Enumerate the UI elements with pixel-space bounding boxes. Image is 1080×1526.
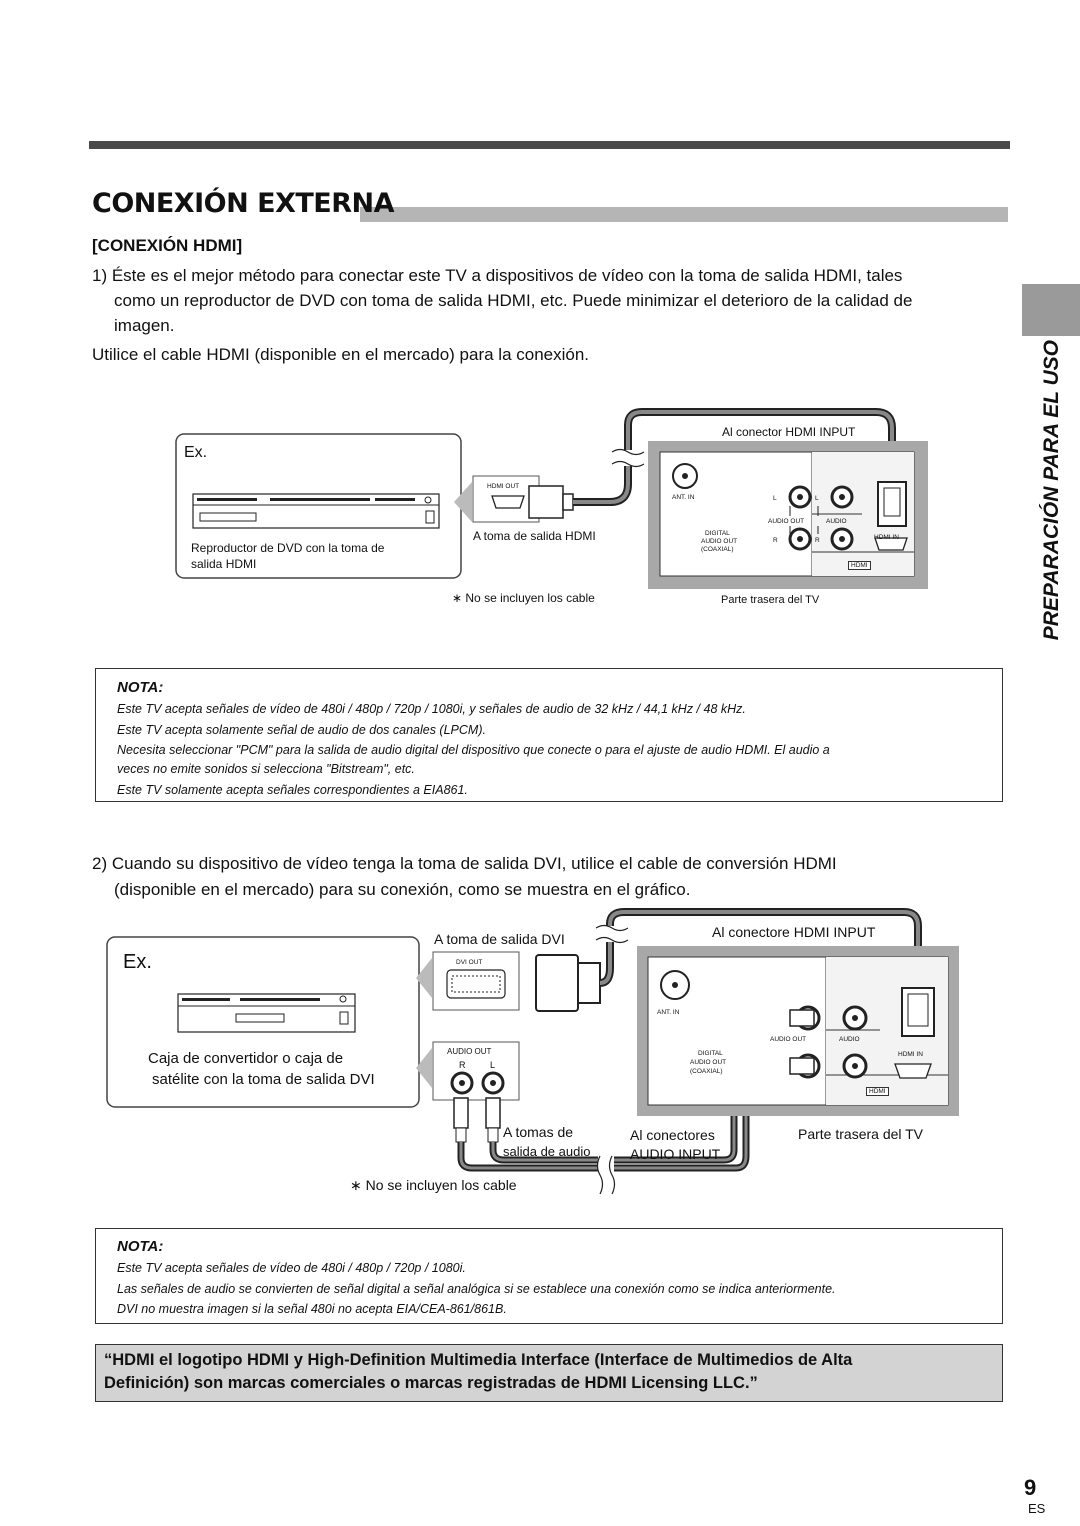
note-box-1 <box>95 668 1003 802</box>
tv-hdmi-connector-label-2: Al conectore HDMI INPUT <box>712 924 876 940</box>
digital-audio-out-label-2: AUDIO OUT <box>690 1059 727 1066</box>
trademark-line2: Definición) son marcas comerciales o mar… <box>104 1374 758 1392</box>
coaxial-label: (COAXIAL) <box>701 546 734 553</box>
trademark-text: “HDMI el logotipo HDMI y High-Definition… <box>104 1349 996 1395</box>
audio-in-l-label: L <box>815 495 819 502</box>
cable-note-1: ∗ No se incluyen los cable <box>452 591 595 605</box>
example-label-2: Ex. <box>123 951 152 973</box>
title-rule <box>360 207 1008 222</box>
audio-in-r-label: R <box>815 537 820 544</box>
note-box-2 <box>95 1228 1003 1324</box>
dvd-label-line2: salida HDMI <box>191 557 257 571</box>
step2-line2: (disponible en el mercado) para su conex… <box>114 880 691 899</box>
page-number: 9 <box>1024 1475 1037 1500</box>
receiver-label-line1: Caja de convertidor o caja de <box>148 1050 344 1067</box>
audio-label: AUDIO <box>826 518 847 525</box>
step1-line4: Utilice el cable HDMI (disponible en el … <box>92 345 590 364</box>
hdmi-in-label: HDMI IN <box>874 534 899 541</box>
top-rule <box>89 141 1010 149</box>
pointer-arrow-audio <box>416 1048 432 1088</box>
example-label-1: Ex. <box>184 444 208 461</box>
coaxial-label-2: (COAXIAL) <box>690 1068 723 1075</box>
note2-heading: NOTA: <box>117 1238 164 1255</box>
dvd-label-line1: Reproductor de DVD con la toma de <box>191 541 385 555</box>
step1-line2: como un reproductor de DVD con toma de s… <box>114 291 913 310</box>
side-tab-marker <box>1022 284 1080 336</box>
dvi-plug <box>535 954 579 1012</box>
language-code: ES <box>1028 1501 1046 1516</box>
step1-line3: imagen. <box>114 316 175 335</box>
rca-plug-r <box>453 1097 469 1129</box>
tv-back-label-1: Parte trasera del TV <box>721 594 820 606</box>
audio-out-label-line2: salida de audio <box>503 1144 591 1159</box>
hdmi-in-port-2 <box>894 1063 932 1079</box>
hdmi-in-port <box>874 537 908 551</box>
diagram-hdmi-drawing <box>175 408 928 589</box>
tv-audio-label: AUDIO <box>839 1036 860 1043</box>
tv-audio-out-label: AUDIO OUT <box>770 1036 807 1043</box>
note1-line: Este TV solamente acepta señales corresp… <box>117 783 468 797</box>
diagram-dvi-drawing <box>106 908 959 1195</box>
pointer-arrow <box>454 482 472 522</box>
ant-in-label-2: ANT. IN <box>657 1009 680 1016</box>
subsection-heading: [CONEXIÓN HDMI] <box>92 236 243 255</box>
audio-out-r-label: R <box>773 537 778 544</box>
hdmi-out-label: HDMI OUT <box>487 483 520 490</box>
step1-line1: 1) Éste es el mejor método para conectar… <box>92 266 903 285</box>
cable-note-2: ∗ No se incluyen los cable <box>350 1177 517 1193</box>
note1-line: veces no emite sonidos si selecciona "Bi… <box>117 762 415 776</box>
audio-in-label-line2: AUDIO INPUT <box>630 1146 721 1162</box>
note2-line: Este TV acepta señales de vídeo de 480i … <box>117 1261 466 1275</box>
note1-line: Este TV acepta señales de vídeo de 480i … <box>117 702 746 716</box>
pointer-arrow-dvi <box>416 958 432 998</box>
digital-label-2: DIGITAL <box>698 1050 723 1057</box>
step2-line1: 2) Cuando su dispositivo de vídeo tenga … <box>92 854 837 873</box>
hdmi-tag-2: HDMI <box>866 1087 889 1096</box>
tv-back-label-2: Parte trasera del TV <box>798 1126 924 1142</box>
trademark-line1: “HDMI el logotipo HDMI y High-Definition… <box>104 1351 853 1369</box>
audio-out-label: AUDIO OUT <box>768 518 805 525</box>
dvi-output-label: A toma de salida DVI <box>434 931 565 947</box>
audio-out-r-text: R <box>459 1060 466 1070</box>
note1-line: Necesita seleccionar "PCM" para la salid… <box>117 743 830 757</box>
digital-label: DIGITAL <box>705 530 730 537</box>
audio-out-box-label: AUDIO OUT <box>447 1047 492 1056</box>
note1-heading: NOTA: <box>117 679 164 696</box>
trademark-box <box>95 1344 1003 1402</box>
section-title: CONEXIÓN EXTERNA <box>92 188 395 219</box>
tv-hdmi-connector-label: Al conector HDMI INPUT <box>722 425 856 439</box>
ant-in-label: ANT. IN <box>672 494 695 501</box>
audio-out-port <box>432 1041 520 1101</box>
audio-in-label-line1: Al conectores <box>630 1127 715 1143</box>
note1-line: Este TV acepta solamente señal de audio … <box>117 723 486 737</box>
digital-audio-out-label: AUDIO OUT <box>701 538 738 545</box>
hdmi-output-label: A toma de salida HDMI <box>473 529 596 543</box>
rca-plug-l <box>485 1097 501 1129</box>
audio-out-label-line1: A tomas de <box>503 1124 574 1140</box>
diagram-dvi-connection: Ex. Caja de convertidor o caja de satéli… <box>106 908 959 1195</box>
note2-line: DVI no muestra imagen si la señal 480i n… <box>117 1302 507 1316</box>
hdmi-in-label-2: HDMI IN <box>898 1051 923 1058</box>
note2-line: Las señales de audio se convierten de se… <box>117 1282 836 1296</box>
dvi-out-label: DVI OUT <box>456 959 483 966</box>
diagram-hdmi-connection: Ex. Reproductor de DVD con la toma de sa… <box>0 0 1080 620</box>
audio-out-l-label: L <box>773 495 777 502</box>
receiver-label-line2: satélite con la toma de salida DVI <box>152 1071 375 1088</box>
hdmi-tag: HDMI <box>848 561 871 570</box>
audio-out-l-text: L <box>490 1060 496 1070</box>
